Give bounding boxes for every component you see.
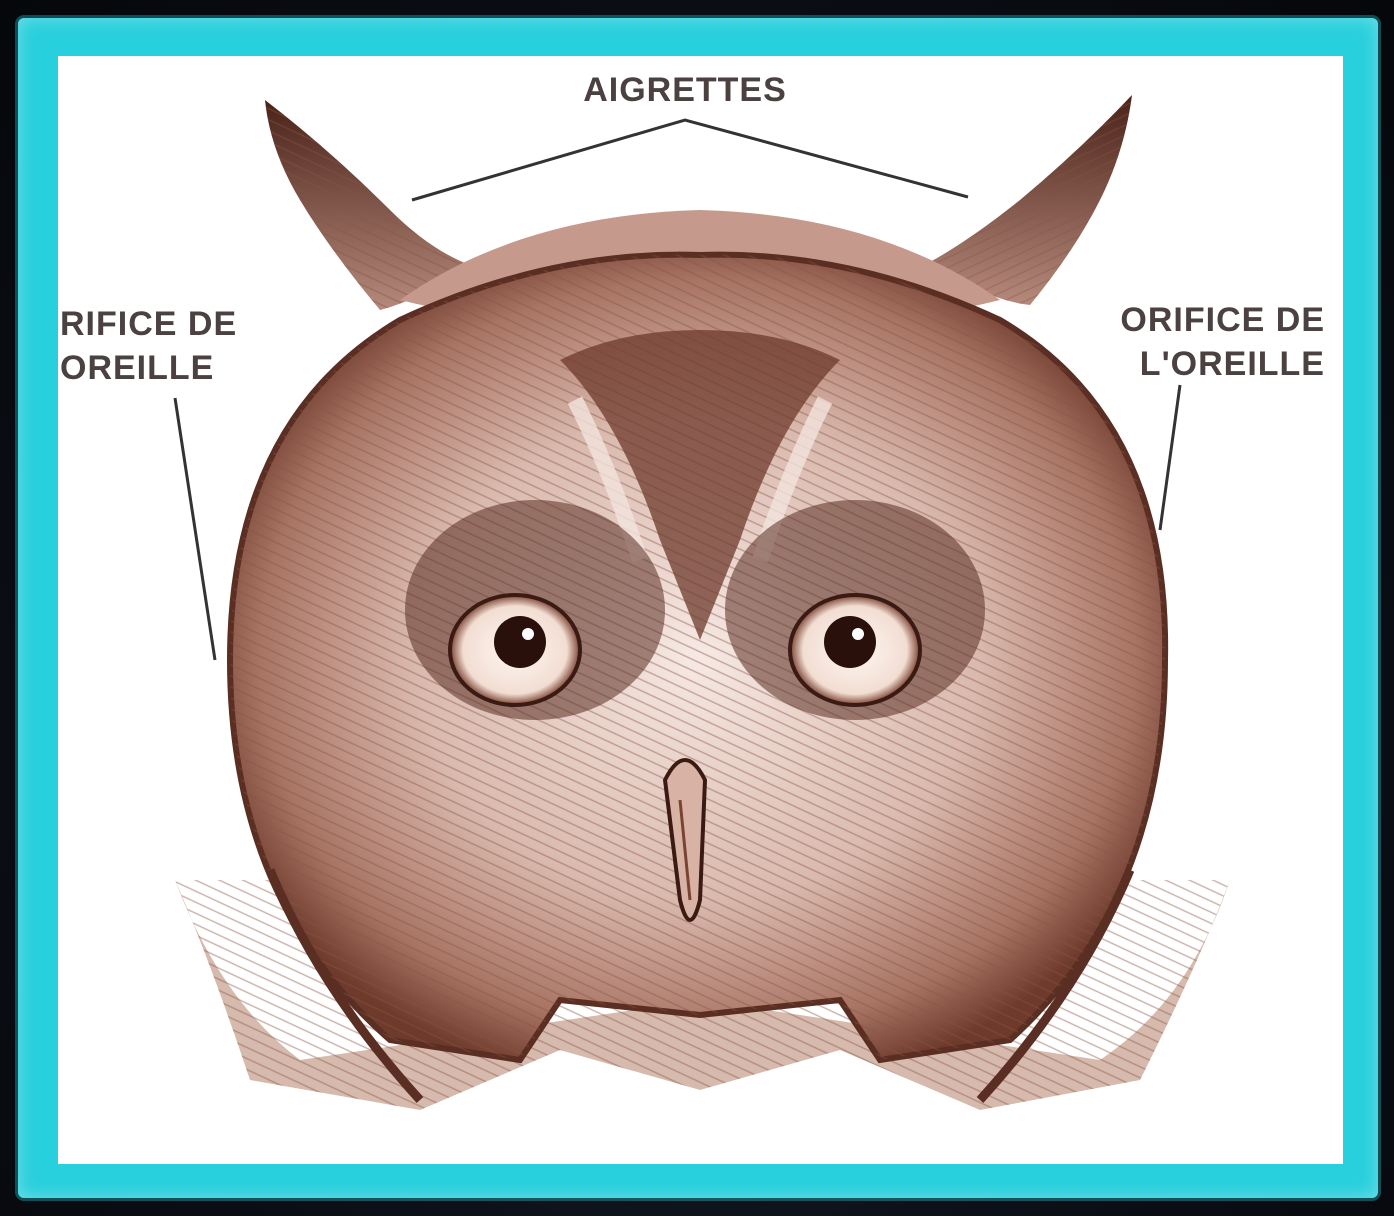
label-ear-opening-right: ORIFICE DE L'OREILLE [1090,298,1325,386]
label-right-line-1: ORIFICE DE [1090,298,1325,342]
label-right-line-2: L'OREILLE [1090,342,1325,386]
label-aigrettes-text: AIGRETTES [575,68,795,112]
label-ear-opening-left: RIFICE DE OREILLE [60,302,237,390]
eye-right [790,595,920,705]
label-left-line-1: RIFICE DE [60,302,237,346]
eye-left [450,595,580,705]
ear-tuft-right [930,95,1132,305]
label-left-line-2: OREILLE [60,346,237,390]
label-aigrettes: AIGRETTES [575,68,795,112]
